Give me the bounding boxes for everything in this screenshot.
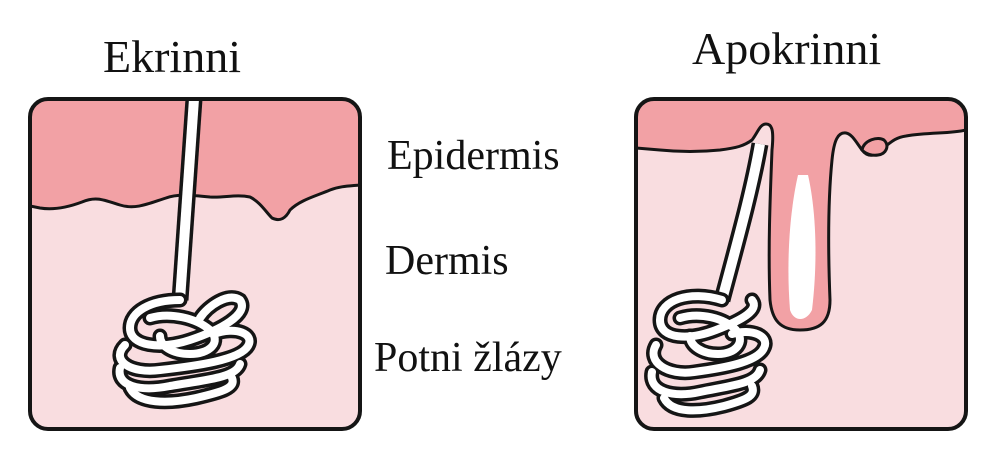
sweat-glands-label: Potni žlázy [374,337,562,379]
eccrine-title: Ekrinni [103,34,241,80]
epidermis-label: Epidermis [387,135,560,177]
dermis-label: Dermis [385,240,509,282]
apocrine-panel [636,99,966,429]
eccrine-panel [30,99,360,429]
apocrine-title: Apokrinni [692,26,881,72]
